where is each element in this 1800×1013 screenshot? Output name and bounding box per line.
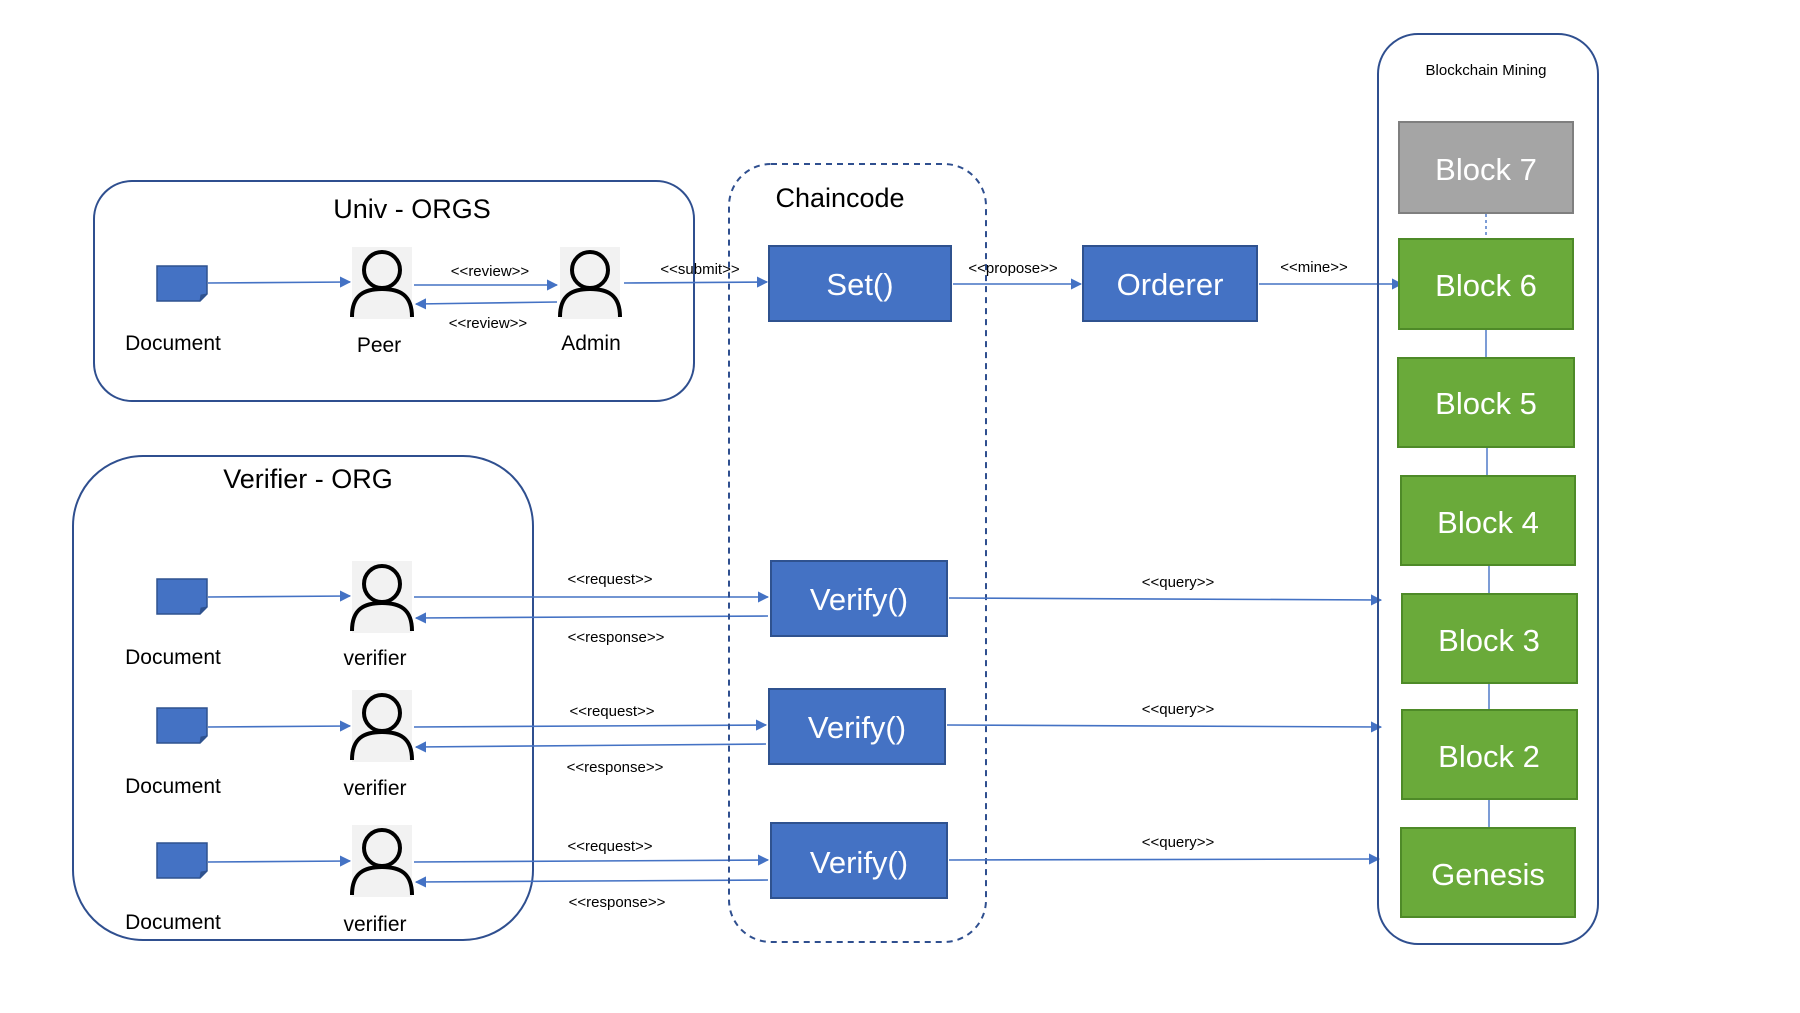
response-label: <<response>> <box>568 629 665 646</box>
verify-function-label: Verify() <box>810 845 908 880</box>
response-label: <<response>> <box>567 759 664 776</box>
request-response-arrows: <<request>> <<response>> <<request>> <<r… <box>413 571 770 911</box>
block-7-label: Block 7 <box>1435 152 1537 187</box>
verifier-label: verifier <box>343 647 406 670</box>
blockchain-title: Blockchain Mining <box>1426 62 1547 79</box>
admin-person-icon <box>558 245 622 321</box>
submit-label: <<submit>> <box>660 261 739 278</box>
verifier-org-group: Verifier - ORG Document verifier Documen… <box>72 455 534 941</box>
block-5 <box>1397 357 1575 448</box>
admin-to-set-arrow <box>623 276 769 288</box>
univ-document-icon <box>156 265 208 302</box>
document-to-verifier-arrow <box>207 720 352 732</box>
set-function-label: Set() <box>826 267 893 302</box>
query-label: <<query>> <box>1142 701 1215 718</box>
request-arrow <box>413 719 768 731</box>
peer-label: Peer <box>357 334 401 357</box>
block-7 <box>1398 121 1574 214</box>
univ-org-title: Univ - ORGS <box>333 194 491 224</box>
verifier-person-icon <box>350 823 414 899</box>
admin-label: Admin <box>561 332 621 355</box>
review-back-label: <<review>> <box>449 315 528 332</box>
query-label: <<query>> <box>1142 834 1215 851</box>
propose-label: <<propose>> <box>968 260 1057 277</box>
verifier-document-icon <box>156 707 208 744</box>
response-arrow <box>414 876 769 888</box>
chaincode-title: Chaincode <box>775 183 904 213</box>
verifier-person-icon <box>350 688 414 764</box>
verifier-document-label: Document <box>125 775 221 798</box>
verify-function-box <box>770 822 948 899</box>
set-function-box <box>768 245 952 322</box>
request-label: <<request>> <box>569 703 654 720</box>
document-to-peer-arrow <box>207 276 352 288</box>
verifier-org-title: Verifier - ORG <box>223 464 393 494</box>
query-arrow <box>948 853 1381 865</box>
verify-function-label: Verify() <box>810 582 908 617</box>
response-arrow <box>414 612 769 624</box>
peer-person-icon <box>350 245 414 321</box>
block-3 <box>1401 593 1578 684</box>
verify-function-label: Verify() <box>808 710 906 745</box>
review-forward-label: <<review>> <box>451 263 530 280</box>
chaincode-group: Chaincode Set() Verify() Verify() Verify… <box>728 163 987 943</box>
document-to-verifier-arrow <box>207 855 352 867</box>
block-6-label: Block 6 <box>1435 268 1537 303</box>
document-to-verifier-arrow <box>207 590 352 602</box>
block-6 <box>1398 238 1574 330</box>
orderer-box <box>1082 245 1258 322</box>
response-arrow <box>414 741 767 753</box>
mine-label: <<mine>> <box>1280 259 1348 276</box>
verifier-person-icon <box>350 559 414 635</box>
block-2 <box>1401 709 1578 800</box>
univ-document-label: Document <box>125 332 221 355</box>
genesis-block <box>1400 827 1576 918</box>
verify-function-box <box>768 688 946 765</box>
block-3-label: Block 3 <box>1438 623 1540 658</box>
univ-org-group: Univ - ORGS Document Peer Admin <<review… <box>93 180 695 402</box>
univ-org-container <box>93 180 695 402</box>
verify-function-box <box>770 560 948 637</box>
block-4 <box>1400 475 1576 566</box>
blockchain-container <box>1377 33 1599 945</box>
request-label: <<request>> <box>567 838 652 855</box>
block-5-label: Block 5 <box>1435 386 1537 421</box>
query-arrows: <<query>> <<query>> <<query>> <box>946 574 1383 865</box>
chaincode-container <box>728 163 987 943</box>
query-arrow <box>948 594 1383 606</box>
verifier-label: verifier <box>343 777 406 800</box>
verifier-org-container <box>72 455 534 941</box>
blockchain-group: Blockchain Mining Block 7 Block 6 Block … <box>1377 33 1599 945</box>
response-label: <<response>> <box>569 894 666 911</box>
verifier-document-label: Document <box>125 911 221 934</box>
verifier-document-icon <box>156 578 208 615</box>
query-arrow <box>946 721 1383 733</box>
admin-to-peer-arrow <box>414 298 558 310</box>
query-label: <<query>> <box>1142 574 1215 591</box>
genesis-block-label: Genesis <box>1431 857 1545 892</box>
block-2-label: Block 2 <box>1438 739 1540 774</box>
request-label: <<request>> <box>567 571 652 588</box>
verifier-document-icon <box>156 842 208 879</box>
orderer-label: Orderer <box>1117 267 1224 302</box>
verifier-document-label: Document <box>125 646 221 669</box>
request-arrow <box>413 854 770 866</box>
block-4-label: Block 4 <box>1437 505 1539 540</box>
verifier-label: verifier <box>343 913 406 936</box>
